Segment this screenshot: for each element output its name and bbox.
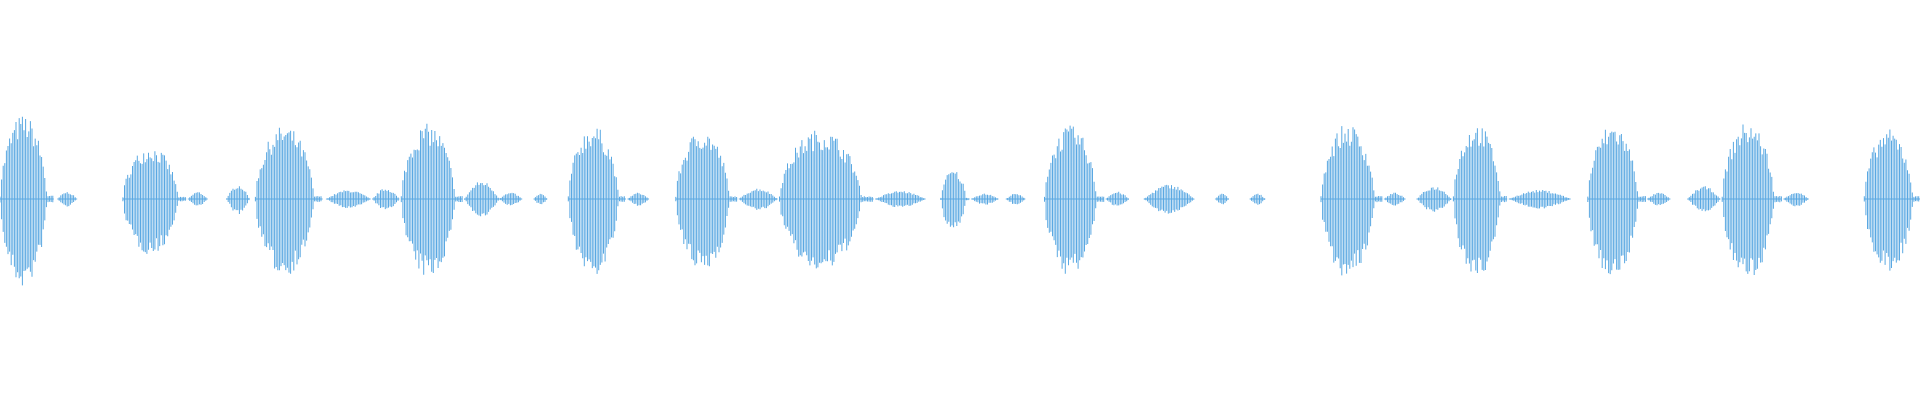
- waveform-segment-5: [254, 127, 323, 274]
- waveform-segment-28: [1416, 187, 1452, 212]
- waveform-segment-22: [1105, 191, 1129, 206]
- waveform-segment-36: [1863, 129, 1920, 271]
- waveform-segment-6: [325, 190, 371, 208]
- waveform-segment-12: [567, 128, 626, 274]
- waveform-segment-18: [940, 172, 970, 228]
- waveform-segment-4: [226, 186, 250, 214]
- waveform-segment-30: [1508, 190, 1571, 209]
- waveform-segment-24: [1214, 193, 1229, 205]
- waveform-bursts: [0, 116, 1920, 286]
- waveform-segment-20: [1005, 194, 1026, 205]
- waveform-segment-19: [971, 193, 999, 205]
- waveform-segment-34: [1721, 124, 1782, 275]
- waveform-segment-0: [0, 116, 54, 286]
- waveform-segment-23: [1143, 184, 1195, 214]
- waveform-segment-32: [1646, 192, 1671, 206]
- waveform-segment-35: [1783, 193, 1809, 207]
- waveform-segment-15: [738, 188, 778, 210]
- waveform-segment-31: [1587, 129, 1646, 275]
- waveform-segment-1: [57, 192, 78, 207]
- waveform-segment-25: [1249, 193, 1266, 205]
- waveform-segment-9: [464, 182, 500, 217]
- waveform-segment-8: [400, 123, 463, 275]
- waveform-segment-13: [627, 192, 650, 206]
- waveform-segment-33: [1687, 186, 1721, 212]
- waveform-segment-14: [675, 136, 738, 267]
- waveform-segment-3: [187, 192, 208, 206]
- waveform-segment-10: [498, 192, 523, 206]
- waveform-segment-7: [372, 189, 400, 210]
- waveform-segment-16: [779, 130, 874, 269]
- waveform-segment-29: [1452, 128, 1508, 273]
- waveform-segment-11: [533, 193, 548, 205]
- waveform-segment-21: [1044, 125, 1105, 274]
- waveform-segment-26: [1320, 126, 1383, 276]
- waveform-segment-2: [122, 151, 187, 254]
- waveform-segment-27: [1383, 192, 1406, 206]
- waveform-segment-17: [875, 191, 926, 207]
